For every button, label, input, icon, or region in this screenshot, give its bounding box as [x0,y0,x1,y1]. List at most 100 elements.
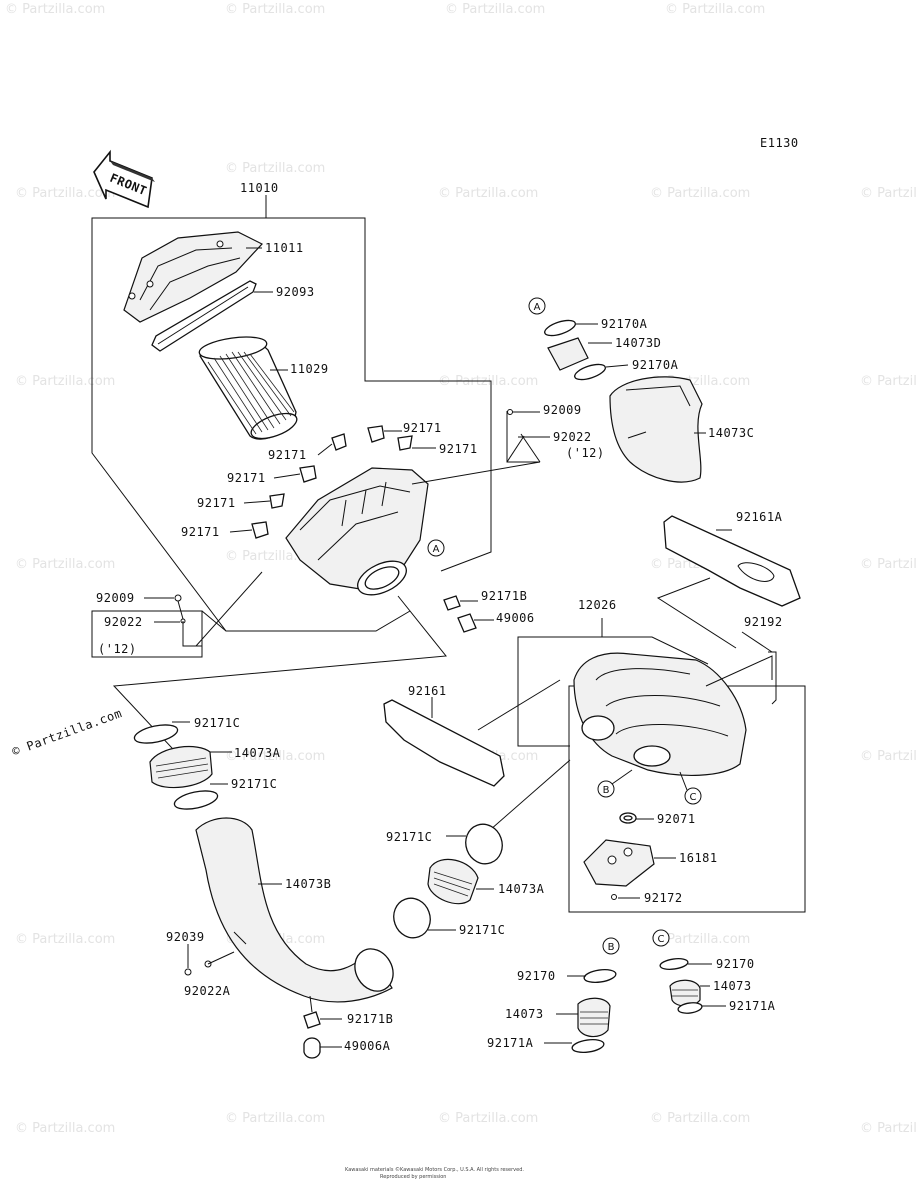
part-label: 11011 [265,241,304,255]
bolt-part [174,594,186,624]
part-label: 12026 [578,598,617,612]
air-cleaner-assembly-outline [91,195,492,632]
clamp-part [583,969,617,983]
watermark: © Partzilla.com [15,1121,115,1136]
boot-part [669,979,701,1007]
watermark: © Partzilla.com [225,2,325,17]
heat-shield-part [663,515,801,607]
part-label: 14073 [713,979,752,993]
watermark-layer: © Partzilla.com © Partzilla.com © Partzi… [5,2,917,1136]
diagram-code: E1130 [760,136,799,150]
part-label: 92170 [716,957,755,971]
watermark: © Partzilla.com [860,557,917,572]
part-label: 11029 [290,362,329,376]
part-label: 49006 [496,611,535,625]
part-label: 92171 [197,496,236,510]
part-label: 92171 [268,448,307,462]
part-label: 92171A [487,1036,534,1050]
part-label: 92171C [459,923,505,937]
bolt-part [507,409,530,438]
callout-c-icon [652,929,670,947]
watermark: © Partzilla.com [438,186,538,201]
intake-duct-part [609,376,703,483]
front-arrow-icon: FRONT [93,149,155,209]
clip-parts [251,425,413,539]
part-label: 16181 [679,851,718,865]
callout-a-icon [528,297,546,315]
part-label: 92022 [104,615,143,629]
filter-element-part [198,336,298,440]
callout-a-label: A [534,302,541,313]
part-label: 92192 [744,615,783,629]
part-labels: 11010 11011 92093 11029 92171 92171 9217… [96,181,783,1053]
footer-line: Kawasaki materials ©Kawasaki Motors Corp… [345,1166,524,1173]
part-label: 92009 [96,591,135,605]
callout-a-icon [427,539,445,557]
grommet-part [443,595,477,633]
watermark: © Partzilla.com [650,1111,750,1126]
part-label: 92022A [184,984,231,998]
clamp-part [677,1002,703,1014]
part-label: 92009 [543,403,582,417]
part-label: 92039 [166,930,205,944]
part-label: 14073D [615,336,661,350]
clamp-part [393,897,431,939]
part-label: 92171 [227,471,266,485]
watermark: © Partzilla.com [15,374,115,389]
heat-shield-part [383,699,505,787]
part-label: 14073A [234,746,281,760]
part-label: 92093 [276,285,315,299]
watermark: © Partzilla.com [15,186,115,201]
grommet-part [619,812,637,824]
duct-clamp-part [544,319,606,381]
part-label: 92171 [181,525,220,539]
watermark: © Partzilla.com [225,749,325,764]
part-label: 92172 [644,891,683,905]
air-cleaner-housing-part [285,467,429,596]
bolt-part [184,944,212,976]
watermark: © Partzilla.com [5,2,105,17]
part-label: 92171B [347,1012,393,1026]
part-label: 14073A [498,882,545,896]
clamp-part [659,958,689,970]
watermark: © Partzilla.com [225,161,325,176]
part-label: ('12) [98,642,137,656]
part-label: 11010 [240,181,279,195]
year-note-box [91,610,203,658]
part-label: 92170 [517,969,556,983]
callout-b-icon [602,937,620,955]
watermark: © Partzilla.com [650,186,750,201]
part-label: 14073 [505,1007,544,1021]
part-label: 92170A [601,317,648,331]
part-label: 14073C [708,426,754,440]
watermark: © Partzilla.com [445,2,545,17]
part-label: 92170A [632,358,679,372]
boot-part [577,997,611,1038]
footer-line: Reproduced by permission [380,1174,446,1180]
watermark: © Partzilla.com [860,374,917,389]
part-label: 92171A [729,999,776,1013]
watermark: © Partzilla.com [860,1121,917,1136]
part-label: 92171B [481,589,527,603]
part-label: ('12) [566,446,605,460]
part-label: 92171C [386,830,432,844]
watermark: © Partzilla.com [15,557,115,572]
callout-b-label: B [608,942,615,953]
part-label: 49006A [344,1039,391,1053]
clamp-part [133,724,179,744]
boot-part [149,745,213,789]
part-label: 92171 [439,442,478,456]
boot-part [427,858,479,905]
part-label: 92022 [553,430,592,444]
grommet-part [303,995,321,1059]
callout-b-label: B [603,785,610,796]
copyright-mark: © Partzilla.com [10,706,124,759]
callout-a-label: A [433,544,440,555]
resonator-part [573,652,747,776]
gasket-part [151,280,257,352]
part-label: 92161A [736,510,783,524]
watermark: © Partzilla.com [860,186,917,201]
watermark: © Partzilla.com [225,1111,325,1126]
callout-b-icon [597,780,615,798]
